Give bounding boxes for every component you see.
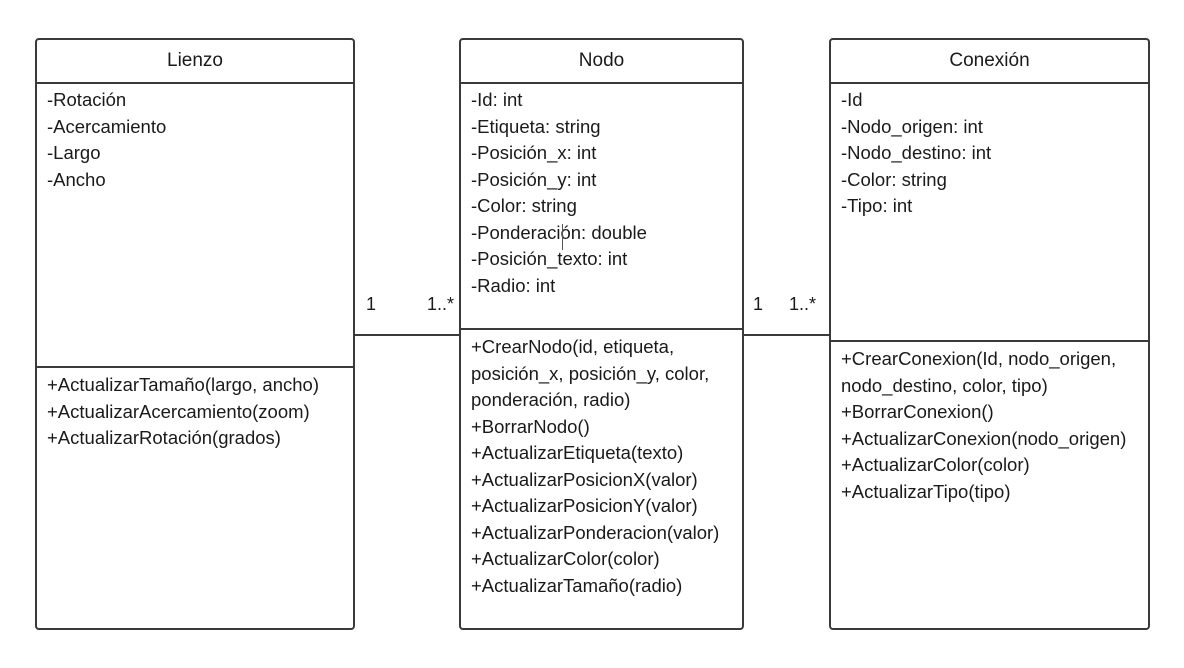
class-conexion-attributes: -Id -Nodo_origen: int -Nodo_destino: int… bbox=[831, 87, 1148, 220]
attribute: -Radio: int bbox=[471, 274, 556, 296]
method: +ActualizarColor(color) bbox=[841, 454, 1030, 475]
multiplicity-conexion: 1..* bbox=[789, 294, 817, 314]
method: nodo_destino, color, tipo) bbox=[841, 374, 1048, 396]
method: posición_x, posición_y, color, bbox=[471, 362, 710, 384]
attribute: -Etiqueta: string bbox=[471, 115, 601, 137]
attribute: -Tipo: int bbox=[841, 195, 913, 216]
attribute: -Id bbox=[841, 89, 863, 110]
method: +ActualizarTamaño(radio) bbox=[471, 574, 683, 596]
multiplicity-nodo: 1..* bbox=[427, 294, 455, 314]
class-lienzo-methods: +ActualizarTamaño(largo, ancho) +Actuali… bbox=[37, 372, 353, 452]
attribute: -Ancho bbox=[47, 168, 106, 190]
attribute: -Rotación bbox=[47, 89, 127, 110]
text-cursor bbox=[562, 224, 563, 250]
method: +ActualizarColor(color) bbox=[471, 548, 660, 569]
method: +BorrarNodo() bbox=[471, 415, 590, 437]
attribute: -Posición_x: int bbox=[471, 142, 597, 163]
method: +ActualizarPonderacion(valor) bbox=[471, 521, 720, 543]
method: +ActualizarRotación(grados) bbox=[47, 427, 281, 448]
class-lienzo: Lienzo -Rotación -Acercamiento -Largo -A… bbox=[35, 38, 355, 630]
class-conexion-methods: +CrearConexion(Id, nodo_origen, nodo_des… bbox=[831, 346, 1148, 505]
method: +ActualizarPosicionX(valor) bbox=[471, 468, 698, 490]
attribute: -Color: string bbox=[841, 168, 947, 190]
class-conexion: Conexión -Id -Nodo_origen: int -Nodo_des… bbox=[829, 38, 1150, 630]
attribute: -Nodo_destino: int bbox=[841, 142, 992, 163]
class-nodo-divider bbox=[461, 328, 742, 330]
attribute: -Acercamiento bbox=[47, 115, 167, 137]
method: +ActualizarTipo(tipo) bbox=[841, 480, 1011, 502]
attribute: -Nodo_origen: int bbox=[841, 115, 983, 137]
method: +ActualizarPosicionY(valor) bbox=[471, 495, 698, 516]
multiplicity-nodo-source: 1 bbox=[753, 294, 764, 314]
attribute: -Posición_texto: int bbox=[471, 248, 628, 269]
attribute: -Ponderación: double bbox=[471, 221, 647, 243]
method: +ActualizarConexion(nodo_origen) bbox=[841, 427, 1127, 449]
association-lienzo-nodo bbox=[355, 334, 459, 336]
method: +ActualizarTamaño(largo, ancho) bbox=[47, 374, 319, 395]
attribute: -Posición_y: int bbox=[471, 168, 597, 190]
class-lienzo-divider bbox=[37, 366, 353, 368]
class-nodo: Nodo -Id: int -Etiqueta: string -Posició… bbox=[459, 38, 744, 630]
class-nodo-attributes: -Id: int -Etiqueta: string -Posición_x: … bbox=[461, 87, 742, 299]
attribute: -Largo bbox=[47, 142, 101, 163]
method: +ActualizarAcercamiento(zoom) bbox=[47, 400, 310, 422]
method: +BorrarConexion() bbox=[841, 401, 994, 422]
method: +ActualizarEtiqueta(texto) bbox=[471, 442, 684, 463]
attribute: -Id: int bbox=[471, 89, 523, 110]
class-nodo-name: Nodo bbox=[461, 40, 742, 84]
class-lienzo-name: Lienzo bbox=[37, 40, 353, 84]
attribute: -Color: string bbox=[471, 195, 577, 216]
method: +CrearNodo(id, etiqueta, bbox=[471, 336, 675, 357]
class-conexion-name: Conexión bbox=[831, 40, 1148, 84]
multiplicity-lienzo: 1 bbox=[366, 294, 377, 314]
method: +CrearConexion(Id, nodo_origen, bbox=[841, 348, 1117, 369]
class-nodo-methods: +CrearNodo(id, etiqueta, posición_x, pos… bbox=[461, 334, 742, 599]
class-conexion-divider bbox=[831, 340, 1148, 342]
method: ponderación, radio) bbox=[471, 389, 631, 410]
class-lienzo-attributes: -Rotación -Acercamiento -Largo -Ancho bbox=[37, 87, 353, 193]
association-nodo-conexion bbox=[744, 334, 829, 336]
